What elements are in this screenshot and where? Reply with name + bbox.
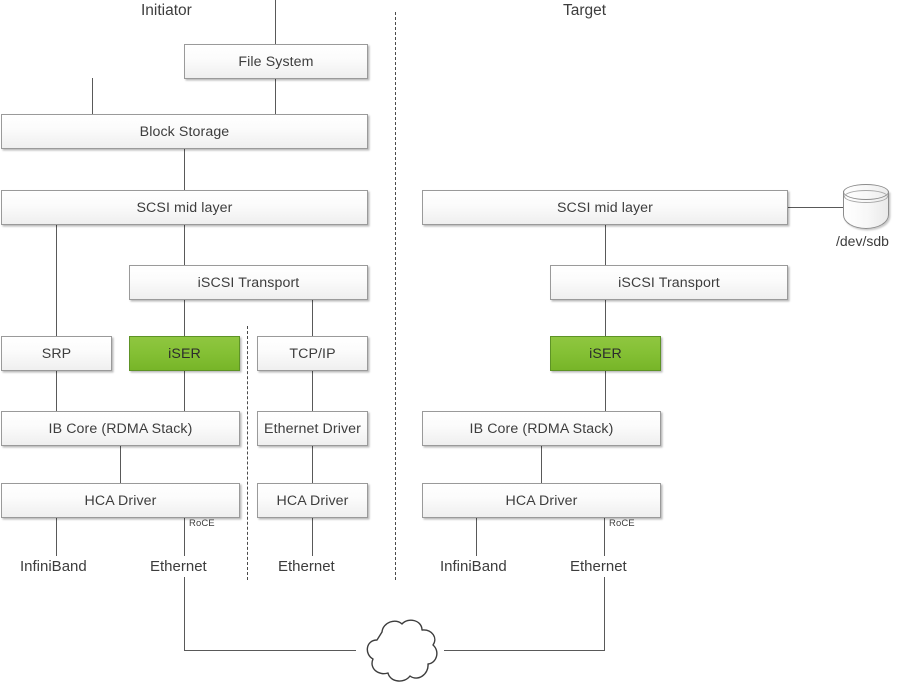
disk-cylinder-icon [843,184,889,229]
label-ethernet-roce-initiator: Ethernet [150,558,207,575]
rdma-tcp-divider [247,326,248,580]
connector-iscsi-transport-to-iser [184,300,185,336]
box-ib-core-initiator[interactable]: IB Core (RDMA Stack) [1,411,240,446]
connector-cloud-right [444,650,605,651]
connector-target-iser-to-ib-core [605,371,606,411]
label-roce-initiator: RoCE [189,518,215,529]
target-header: Target [563,2,607,19]
connector-target-scsi-to-iscsi-transport [605,225,606,265]
box-file-system[interactable]: File System [184,44,368,79]
connector-srp-to-ib-core [56,371,57,411]
label-ethernet-target: Ethernet [570,558,627,575]
box-hca-driver-target[interactable]: HCA Driver [422,483,661,518]
box-target-iscsi-transport[interactable]: iSCSI Transport [550,265,788,300]
disk-rim [844,190,888,203]
connector-scsi-to-srp [56,225,57,336]
connector-iscsi-transport-to-tcpip [312,300,313,336]
initiator-header: Initiator [141,2,192,19]
label-infiniband-target: InfiniBand [440,558,507,575]
box-ib-core-target[interactable]: IB Core (RDMA Stack) [422,411,661,446]
connector-target-ethernet-to-cloud [604,577,605,650]
connector-hca-to-infiniband [56,518,57,556]
connector-target-iscsi-transport-to-iser [605,300,606,336]
connector-scsi-to-disk [788,207,843,208]
connector-hca-to-ethernet-tcp [312,518,313,556]
connector-initiator-ethernet-to-cloud [184,577,185,650]
label-dev-sdb: /dev/sdb [836,233,889,249]
connector-block-storage-to-scsi [184,149,185,190]
box-hca-driver-rdma[interactable]: HCA Driver [1,483,240,518]
box-target-scsi-mid-layer[interactable]: SCSI mid layer [422,190,788,225]
box-iscsi-transport[interactable]: iSCSI Transport [129,265,368,300]
connector-top-to-file-system [275,0,276,44]
label-roce-target: RoCE [609,518,635,529]
connector-target-ib-core-to-hca-driver [541,446,542,483]
box-hca-driver-ethernet[interactable]: HCA Driver [257,483,368,518]
box-block-storage[interactable]: Block Storage [1,114,368,149]
box-ethernet-driver[interactable]: Ethernet Driver [257,411,368,446]
connector-target-hca-to-infiniband [476,518,477,556]
connector-scsi-to-iscsi-transport [184,225,185,265]
initiator-target-divider [395,12,396,580]
connector-ib-core-to-hca-driver [120,446,121,483]
connector-stub-to-block-storage [92,78,93,114]
box-iser-initiator[interactable]: iSER [129,336,240,371]
box-srp[interactable]: SRP [1,336,112,371]
box-iser-target[interactable]: iSER [550,336,661,371]
box-scsi-mid-layer[interactable]: SCSI mid layer [1,190,368,225]
connector-ethernet-driver-to-hca-driver [312,446,313,483]
connector-file-system-to-block-storage [275,78,276,114]
connector-tcpip-to-ethernet-driver [312,371,313,411]
box-tcp-ip[interactable]: TCP/IP [257,336,368,371]
connector-cloud-left [184,650,356,651]
connector-target-hca-to-ethernet [604,518,605,556]
network-cloud-icon [366,619,438,682]
connector-iser-to-ib-core [184,371,185,411]
connector-hca-to-ethernet-roce [184,518,185,556]
label-infiniband-initiator: InfiniBand [20,558,87,575]
label-ethernet-tcp-initiator: Ethernet [278,558,335,575]
